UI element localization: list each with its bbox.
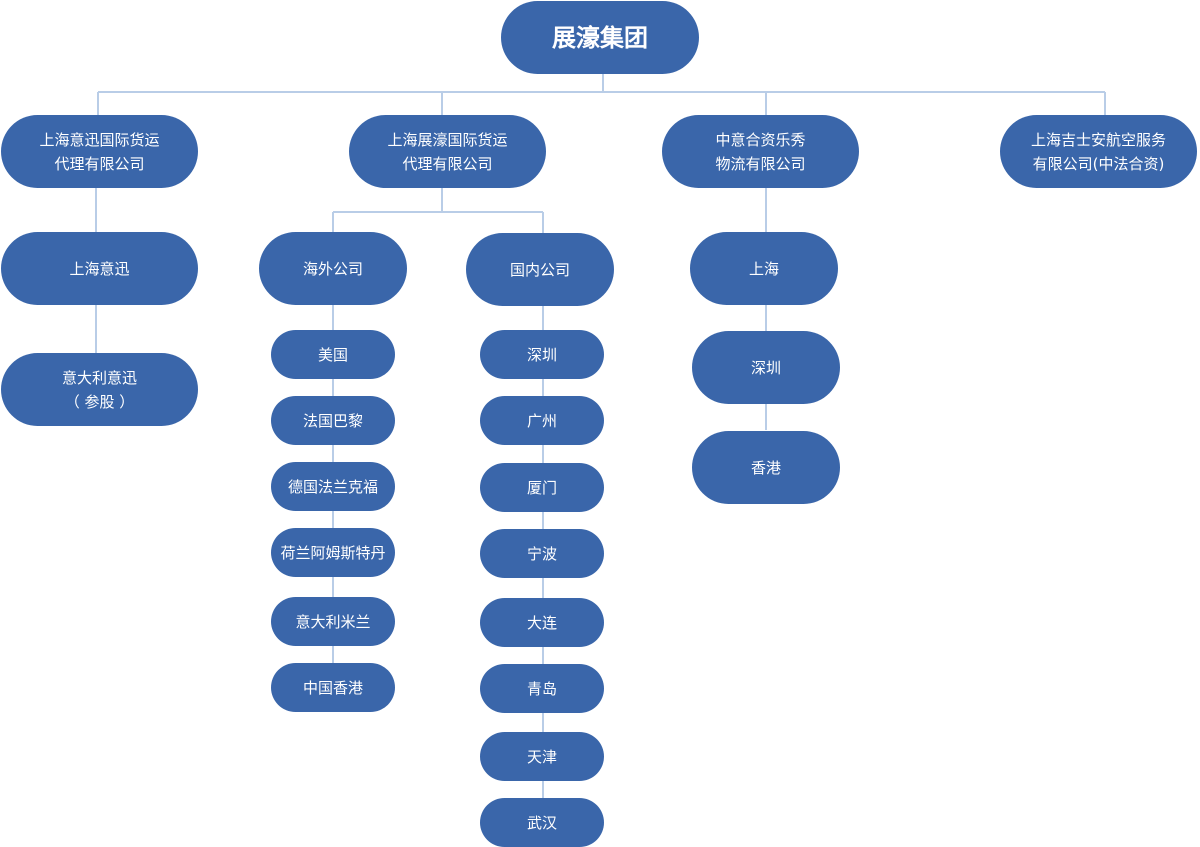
domestic-office-node-text: 厦门 — [527, 476, 557, 500]
company-node-4-text: 上海吉士安航空服务有限公司(中法合资) — [1031, 128, 1166, 176]
company-node-4-label: 上海吉士安航空服务 — [1030, 130, 1166, 149]
domestic-office-node: 厦门 — [480, 463, 604, 512]
yixun-child-node-1-label: 上海意迅 — [69, 259, 130, 278]
domestic-office-node: 大连 — [480, 598, 604, 647]
company-node-1-text: 上海意迅国际货运代理有限公司 — [39, 128, 159, 176]
overseas-office-node-text: 美国 — [318, 343, 348, 367]
overseas-office-node: 中国香港 — [271, 663, 395, 712]
lexiu-branch-node-label: 深圳 — [750, 358, 781, 377]
yixun-child-node-2-text: 意大利意迅 （ 参股 ） — [62, 366, 137, 414]
domestic-office-node-label: 大连 — [526, 613, 557, 632]
overseas-office-node: 荷兰阿姆斯特丹 — [271, 528, 395, 577]
domestic-office-node-text: 武汉 — [527, 811, 557, 835]
overseas-office-node-label: 意大利米兰 — [295, 612, 371, 631]
domestic-office-node: 宁波 — [480, 529, 604, 578]
company-node-1-label: 代理有限公司 — [54, 154, 145, 173]
domestic-office-node-label: 广州 — [526, 411, 557, 430]
domestic-group-node-label: 国内公司 — [509, 260, 570, 279]
overseas-group-node-text: 海外公司 — [303, 257, 363, 281]
overseas-office-node-text: 中国香港 — [303, 676, 363, 700]
domestic-office-node: 武汉 — [480, 798, 604, 847]
overseas-office-node: 美国 — [271, 330, 395, 379]
overseas-office-node-label: 法国巴黎 — [302, 411, 363, 430]
company-node-2-label: 上海展濠国际货运 — [387, 130, 508, 149]
domestic-office-node: 青岛 — [480, 664, 604, 713]
overseas-office-node-text: 德国法兰克福 — [288, 475, 378, 499]
overseas-office-node: 法国巴黎 — [271, 396, 395, 445]
overseas-group-node-label: 海外公司 — [302, 259, 363, 278]
domestic-office-node: 天津 — [480, 732, 604, 781]
lexiu-branch-node: 上海 — [690, 232, 838, 305]
overseas-office-node-label: 美国 — [317, 345, 348, 364]
overseas-office-node-text: 荷兰阿姆斯特丹 — [280, 541, 385, 565]
lexiu-branch-node-label: 上海 — [748, 259, 779, 278]
domestic-office-node-label: 厦门 — [526, 478, 557, 497]
company-node-2: 上海展濠国际货运代理有限公司 — [349, 115, 546, 188]
lexiu-branch-node: 深圳 — [692, 331, 840, 404]
company-node-4-label: 有限公司(中法合资) — [1032, 154, 1165, 173]
domestic-office-node-text: 大连 — [527, 611, 557, 635]
lexiu-branch-node-text: 上海 — [749, 257, 779, 281]
overseas-office-node-text: 法国巴黎 — [303, 409, 363, 433]
yixun-child-node-1-text: 上海意迅 — [69, 257, 129, 281]
company-node-3-text: 中意合资乐秀物流有限公司 — [715, 128, 805, 176]
domestic-group-node-text: 国内公司 — [510, 258, 570, 282]
company-node-3: 中意合资乐秀物流有限公司 — [662, 115, 859, 188]
company-node-3-label: 物流有限公司 — [715, 154, 806, 173]
lexiu-branch-node-label: 香港 — [750, 458, 781, 477]
domestic-office-node-label: 武汉 — [526, 813, 557, 832]
domestic-office-node-text: 深圳 — [527, 343, 557, 367]
root-node: 展濠集团 — [501, 1, 699, 74]
domestic-office-node: 深圳 — [480, 330, 604, 379]
yixun-child-node-2-label: 意大利意迅 — [61, 368, 137, 387]
overseas-office-node-text: 意大利米兰 — [295, 610, 370, 634]
company-node-1: 上海意迅国际货运代理有限公司 — [1, 115, 198, 188]
root-node-text: 展濠集团 — [552, 26, 648, 50]
domestic-office-node-text: 天津 — [527, 745, 557, 769]
company-node-3-label: 中意合资乐秀 — [715, 130, 806, 149]
domestic-office-node-label: 宁波 — [526, 544, 557, 563]
yixun-child-node-2-label: （ 参股 ） — [64, 392, 135, 411]
domestic-office-node: 广州 — [480, 396, 604, 445]
overseas-office-node-label: 德国法兰克福 — [287, 477, 378, 496]
domestic-office-node-text: 宁波 — [527, 542, 557, 566]
overseas-group-node: 海外公司 — [259, 232, 407, 305]
overseas-office-node-label: 荷兰阿姆斯特丹 — [280, 543, 386, 562]
company-node-2-text: 上海展濠国际货运代理有限公司 — [387, 128, 507, 176]
yixun-child-node-1: 上海意迅 — [1, 232, 198, 305]
company-node-1-label: 上海意迅国际货运 — [39, 130, 160, 149]
yixun-child-node-2: 意大利意迅 （ 参股 ） — [1, 353, 198, 426]
domestic-office-node-text: 广州 — [527, 409, 557, 433]
domestic-office-node-label: 青岛 — [526, 679, 557, 698]
domestic-office-node-text: 青岛 — [527, 677, 557, 701]
lexiu-branch-node-text: 香港 — [751, 456, 781, 480]
overseas-office-node-label: 中国香港 — [302, 678, 363, 697]
domestic-office-node-label: 天津 — [526, 747, 557, 766]
overseas-office-node: 意大利米兰 — [271, 597, 395, 646]
lexiu-branch-node: 香港 — [692, 431, 840, 504]
lexiu-branch-node-text: 深圳 — [751, 356, 781, 380]
company-node-4: 上海吉士安航空服务有限公司(中法合资) — [1000, 115, 1197, 188]
domestic-office-node-label: 深圳 — [526, 345, 557, 364]
company-node-2-label: 代理有限公司 — [402, 154, 493, 173]
root-node-label: 展濠集团 — [552, 23, 648, 52]
overseas-office-node: 德国法兰克福 — [271, 462, 395, 511]
domestic-group-node: 国内公司 — [466, 233, 614, 306]
